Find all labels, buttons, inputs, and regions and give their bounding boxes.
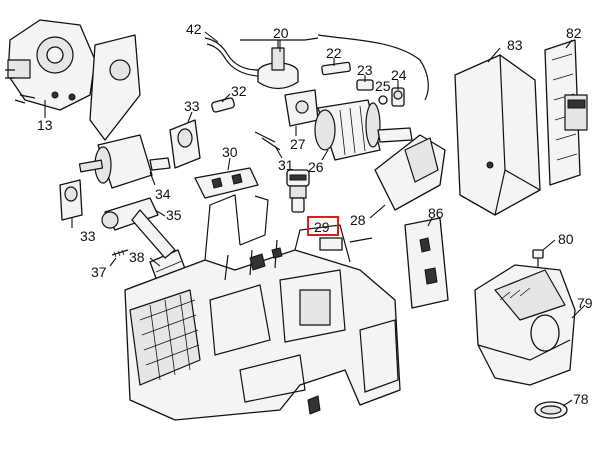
part-13-bracket-assembly — [5, 19, 141, 141]
callout-28[interactable]: 28 — [350, 212, 366, 228]
highlight-box-29 — [307, 216, 339, 236]
leader-86 — [427, 217, 433, 227]
part-33-lower-bracket — [59, 179, 83, 221]
part-83-cover — [454, 54, 541, 216]
part-37-screw — [111, 249, 129, 258]
part-33-upper-bracket — [169, 119, 201, 169]
misc-small-parts — [249, 237, 373, 271]
callout-33-upper[interactable]: 33 — [184, 98, 200, 114]
part-22-fitting — [321, 61, 351, 76]
callout-82[interactable]: 82 — [566, 25, 582, 41]
part-31-screw — [254, 131, 281, 151]
leader-34 — [149, 171, 156, 186]
leader-31 — [274, 145, 283, 159]
callout-38[interactable]: 38 — [129, 249, 145, 265]
part-30-block — [194, 167, 259, 199]
part-25-fitting — [378, 95, 388, 105]
leader-83 — [487, 47, 501, 63]
leader-82 — [565, 39, 573, 49]
callout-29[interactable]: 29 — [314, 219, 330, 235]
part-82-circuit-board — [544, 39, 588, 186]
callout-34[interactable]: 34 — [155, 186, 171, 202]
callout-31[interactable]: 31 — [278, 157, 294, 173]
callout-83[interactable]: 83 — [507, 37, 523, 53]
callout-26[interactable]: 26 — [308, 159, 324, 175]
part-80-screw — [532, 249, 544, 270]
callout-35[interactable]: 35 — [166, 207, 182, 223]
part-27-bracket — [284, 89, 319, 127]
callout-22[interactable]: 22 — [326, 45, 342, 61]
leader-78 — [562, 399, 573, 407]
part-86-circuit-board — [404, 217, 449, 309]
part-29-connector — [286, 169, 310, 213]
callout-42[interactable]: 42 — [186, 21, 202, 37]
main-chassis-frame — [124, 194, 401, 421]
leader-79 — [571, 304, 586, 319]
leader-26 — [321, 149, 329, 161]
leader-38 — [149, 257, 161, 267]
leader-35 — [154, 209, 166, 217]
callout-78[interactable]: 78 — [573, 391, 589, 407]
part-42-hose — [204, 37, 259, 77]
tube-top — [240, 37, 319, 41]
callout-79[interactable]: 79 — [577, 295, 593, 311]
leader-37 — [109, 257, 117, 267]
callout-20[interactable]: 20 — [273, 25, 289, 41]
callout-23[interactable]: 23 — [357, 62, 373, 78]
callout-13[interactable]: 13 — [37, 117, 53, 133]
part-79-drip-cover — [474, 264, 576, 386]
part-20-valve — [257, 40, 299, 90]
part-34-valve — [78, 134, 171, 189]
leader-33a — [187, 111, 193, 123]
callout-27[interactable]: 27 — [290, 136, 306, 152]
leader-42 — [204, 31, 219, 43]
part-28-bracket — [374, 134, 446, 211]
leader-32 — [221, 93, 231, 103]
callout-37[interactable]: 37 — [91, 264, 107, 280]
callout-25[interactable]: 25 — [375, 78, 391, 94]
part-78-ring — [534, 401, 568, 419]
callout-24[interactable]: 24 — [391, 67, 407, 83]
callout-86[interactable]: 86 — [428, 205, 444, 221]
callout-33-lower[interactable]: 33 — [80, 228, 96, 244]
callout-30[interactable]: 30 — [222, 144, 238, 160]
tube-right — [317, 34, 429, 101]
leader-28 — [369, 204, 386, 219]
leader-30 — [227, 157, 231, 171]
leader-80 — [542, 239, 556, 251]
part-24-fitting — [391, 87, 405, 107]
part-26-pump — [314, 99, 413, 161]
part-35-holder — [101, 197, 159, 231]
callout-80[interactable]: 80 — [558, 231, 574, 247]
callout-32[interactable]: 32 — [231, 83, 247, 99]
part-32-connector — [211, 97, 235, 113]
